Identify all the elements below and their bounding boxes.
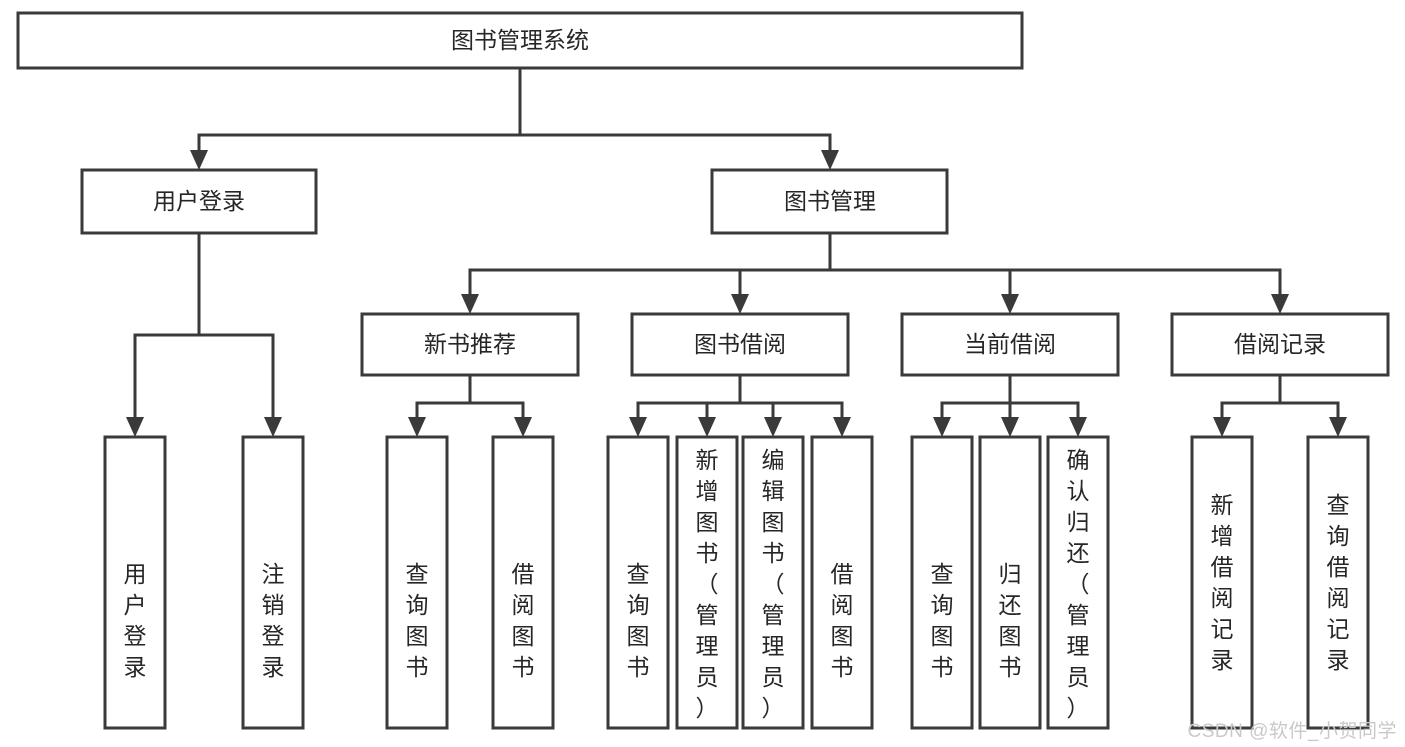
leaf-book-borrow-3-label: 编辑图书（管理员） [762,447,785,721]
leaf-book-borrow-4-box[interactable] [810,435,874,730]
leaf-borrow-record-2-box[interactable] [1306,435,1370,730]
node-user-login-label: 用户登录 [153,188,245,214]
node-book-borrow-label: 图书借阅 [694,331,786,357]
leaf-book-borrow-2-label: 新增图书（管理员） [696,447,719,721]
connector-group-root [190,66,839,170]
arrow-root-to-book [821,150,839,170]
arrow-current-leaf-1 [933,417,951,437]
leaf-current-borrow-2-label: 归还图书 [999,561,1022,680]
connector-group-user-login [126,231,282,437]
arrow-root-to-user [190,150,208,170]
node-current-borrow[interactable]: 当前借阅 [900,312,1120,377]
arrow-record-leaf-2 [1329,417,1347,437]
leaf-new-book-1[interactable]: 查询图书 [385,435,449,730]
leaf-current-borrow-1-box[interactable] [910,435,974,730]
leaf-borrow-record-1-box[interactable] [1190,435,1254,730]
arrow-newbook-leaf-1 [408,417,426,437]
leaf-user-login-2[interactable]: 注销登录 [241,435,305,730]
arrow-borrow-leaf-3 [764,417,782,437]
node-book-manage[interactable]: 图书管理 [710,168,949,235]
leaf-book-borrow-2[interactable]: 新增图书（管理员） [675,435,739,730]
node-book-manage-box[interactable] [710,168,949,235]
leaf-user-login-2-box[interactable] [241,435,305,730]
leaf-new-book-2[interactable]: 借阅图书 [491,435,555,730]
leaf-new-book-1-label: 查询图书 [406,561,429,680]
csdn-watermark: CSDN @软件_小贺同学 [1187,721,1397,742]
leaf-user-login-1[interactable]: 用户登录 [103,435,167,730]
node-borrow-record[interactable]: 借阅记录 [1170,312,1390,377]
connector-group-current-borrow [933,373,1087,437]
leaf-current-borrow-3-label: 确认归还（管理员） [1067,447,1090,721]
leaf-current-borrow-3[interactable]: 确认归还（管理员） [1046,435,1110,730]
leaf-borrow-record-1-label: 新增借阅记录 [1211,492,1234,673]
node-root[interactable]: 图书管理系统 [16,11,1024,70]
arrow-newbook-leaf-2 [514,417,532,437]
leaf-new-book-2-box[interactable] [491,435,555,730]
leaf-current-borrow-1-label: 查询图书 [931,561,954,680]
leaf-new-book-2-label: 借阅图书 [512,561,535,680]
arrow-book-child-4 [1271,294,1289,314]
leaf-book-borrow-1-label: 查询图书 [627,561,650,680]
arrow-book-child-1 [461,294,479,314]
leaf-book-borrow-3[interactable]: 编辑图书（管理员） [741,435,805,730]
node-user-login-box[interactable] [80,168,318,235]
leaf-book-borrow-2-box[interactable] [675,435,739,730]
leaf-borrow-record-2-label: 查询借阅记录 [1327,492,1350,673]
node-current-borrow-box[interactable] [900,312,1120,377]
leaf-borrow-record-1[interactable]: 新增借阅记录 [1190,435,1254,730]
leaf-current-borrow-2[interactable]: 归还图书 [978,435,1042,730]
leaf-book-borrow-1[interactable]: 查询图书 [606,435,670,730]
arrow-record-leaf-1 [1213,417,1231,437]
node-new-book-box[interactable] [360,312,580,377]
arrow-borrow-leaf-2 [698,417,716,437]
arrow-borrow-leaf-1 [629,417,647,437]
leaf-current-borrow-2-box[interactable] [978,435,1042,730]
node-current-borrow-label: 当前借阅 [964,331,1056,357]
node-borrow-record-label: 借阅记录 [1234,331,1326,357]
arrow-book-child-2 [731,294,749,314]
arrow-current-leaf-3 [1069,417,1087,437]
leaf-new-book-1-box[interactable] [385,435,449,730]
connector-group-book-borrow [629,373,851,437]
arrow-borrow-leaf-4 [833,417,851,437]
arrow-user-leaf-1 [126,417,144,437]
leaf-user-login-2-label: 注销登录 [262,561,285,680]
node-new-book[interactable]: 新书推荐 [360,312,580,377]
leaf-current-borrow-1[interactable]: 查询图书 [910,435,974,730]
node-new-book-label: 新书推荐 [424,331,516,357]
arrow-book-child-3 [1001,294,1019,314]
connector-group-book-manage [461,231,1289,314]
node-user-login[interactable]: 用户登录 [80,168,318,235]
leaf-book-borrow-1-box[interactable] [606,435,670,730]
leaf-user-login-1-label: 用户登录 [124,561,147,680]
node-book-borrow-box[interactable] [630,312,850,377]
leaf-book-borrow-4[interactable]: 借阅图书 [810,435,874,730]
node-root-box[interactable] [16,11,1024,70]
arrow-user-leaf-2 [264,417,282,437]
connector-group-new-book [408,373,532,437]
leaf-current-borrow-3-box[interactable] [1046,435,1110,730]
leaf-book-borrow-3-box[interactable] [741,435,805,730]
node-borrow-record-box[interactable] [1170,312,1390,377]
leaf-user-login-1-box[interactable] [103,435,167,730]
connector-group-borrow-record [1213,373,1347,437]
leaf-borrow-record-2[interactable]: 查询借阅记录 [1306,435,1370,730]
node-book-borrow[interactable]: 图书借阅 [630,312,850,377]
node-root-label: 图书管理系统 [451,27,589,53]
node-book-manage-label: 图书管理 [784,188,876,214]
leaf-book-borrow-4-label: 借阅图书 [831,561,854,680]
arrow-current-leaf-2 [1001,417,1019,437]
